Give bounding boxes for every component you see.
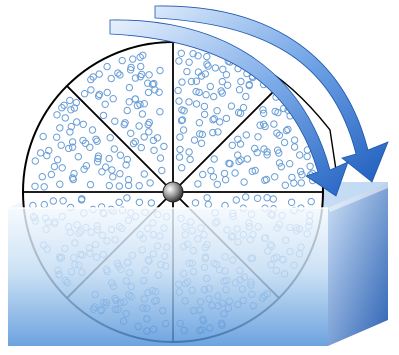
tank-front-face xyxy=(8,208,328,346)
hub xyxy=(163,182,183,202)
